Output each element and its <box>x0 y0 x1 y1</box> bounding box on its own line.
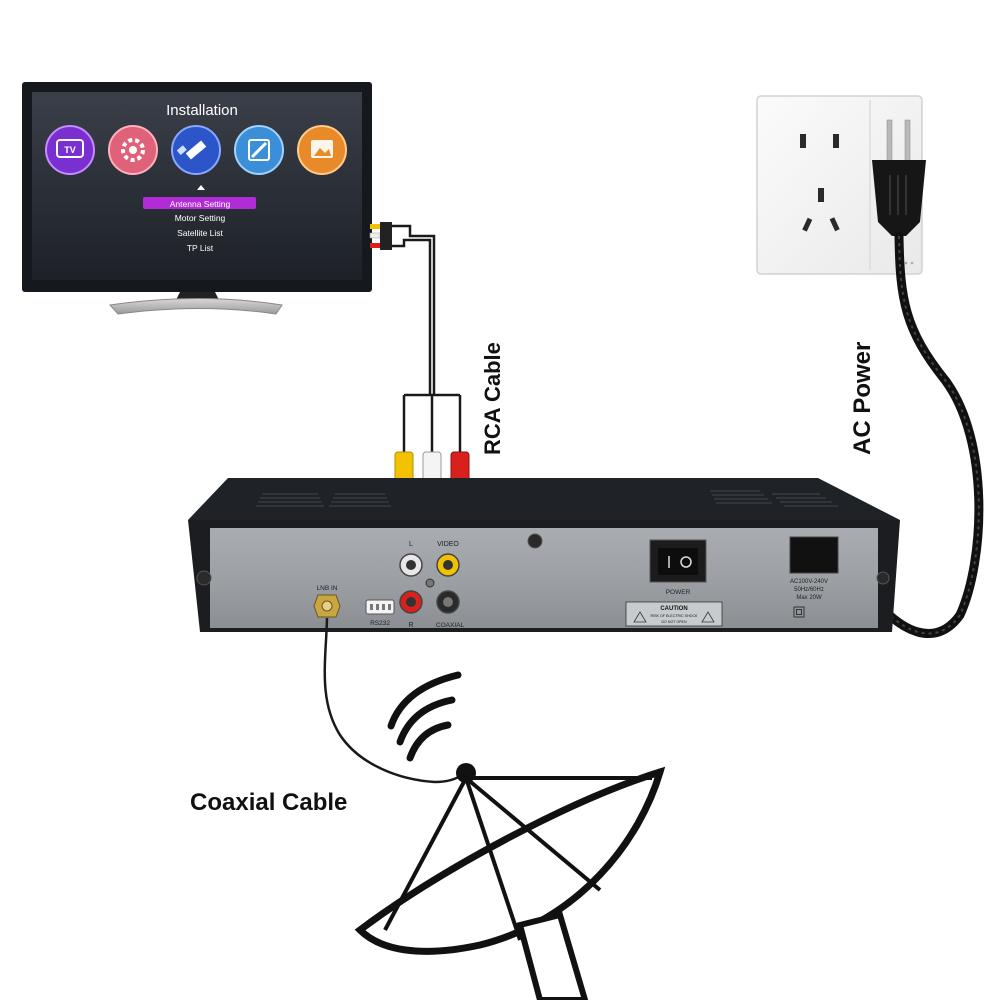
socket-slot-l <box>802 217 813 232</box>
settings-gear-hub <box>129 146 137 154</box>
socket-slot-n <box>829 217 840 232</box>
satellite-panel-icon <box>176 145 187 156</box>
power-switch-label: POWER <box>666 589 691 596</box>
socket-dot <box>910 261 914 265</box>
tools-box-icon <box>248 139 270 161</box>
rca-plug-red <box>450 451 470 483</box>
tv-icon-glyph: TV <box>64 145 76 155</box>
power-plug <box>872 119 926 236</box>
screw-icon <box>527 533 543 549</box>
satellite-dish <box>354 671 666 1000</box>
socket-slot-ground <box>818 188 824 202</box>
rating-line-3: Max 20W <box>796 595 822 601</box>
tv-icon[interactable] <box>45 125 95 175</box>
port-label-coaxial: COAXIAL <box>436 622 465 629</box>
caution-title: CAUTION <box>660 606 687 612</box>
warning-triangle-icon <box>633 611 647 623</box>
media-mountain-icon <box>314 148 331 156</box>
settings-gear-icon <box>121 138 145 162</box>
warning-triangle-icon <box>701 611 715 623</box>
audio-right-jack-hole <box>406 597 416 607</box>
ac-power-cord-texture <box>829 235 980 635</box>
satellite-body-icon <box>185 140 207 160</box>
double-insulation-icon-inner <box>796 609 802 615</box>
coaxial-cable <box>323 617 463 784</box>
tv-stand-base <box>109 298 283 315</box>
plug-pin-right <box>904 119 911 163</box>
tv-screen <box>32 92 362 280</box>
receiver-vents <box>256 490 838 507</box>
menu-item-antenna-setting[interactable]: Antenna Setting <box>170 199 231 209</box>
dish-reflector <box>354 766 666 955</box>
ac-power-label: AC Power <box>849 342 876 455</box>
rating-line-2: 50Hz/60Hz <box>794 587 824 593</box>
rca-cable <box>392 224 462 455</box>
tv-menu-icons: TV <box>45 125 347 175</box>
chevron-up-icon[interactable] <box>197 185 205 190</box>
power-switch[interactable] <box>658 548 698 575</box>
television: Installation TV Antenna Setting Motor Se… <box>22 82 392 315</box>
receiver-top <box>188 478 900 520</box>
rs232-pins <box>370 604 391 610</box>
tv-screen-title: Installation <box>166 102 238 119</box>
port-label-video: VIDEO <box>437 541 459 548</box>
ac-plug-into-inlet <box>805 550 833 567</box>
receiver-box: LNB IN RS232 L VIDEO R COAXIAL POWER <box>188 478 900 632</box>
screw-icon <box>876 571 890 585</box>
double-insulation-icon <box>793 606 805 618</box>
rating-line-1: AC100V-240V <box>790 579 828 585</box>
caution-line-1: RISK OF ELECTRIC SHOCK <box>651 614 699 618</box>
rca-plug-yellow <box>394 451 414 483</box>
screw-icon <box>196 570 212 586</box>
dish-arm <box>383 777 468 931</box>
coaxial-cable-label: Coaxial Cable <box>190 789 347 816</box>
menu-item-tp-list[interactable]: TP List <box>187 243 214 253</box>
socket-slot-left <box>800 134 806 148</box>
port-label-lnb-in: LNB IN <box>317 585 338 592</box>
power-switch-off-mark <box>680 556 692 568</box>
ac-inlet[interactable] <box>789 536 839 574</box>
coaxial-audio-jack-hole <box>443 597 453 607</box>
rs232-port[interactable] <box>365 599 395 615</box>
menu-highlight <box>143 197 256 209</box>
lnb-in-port-center <box>321 600 333 612</box>
wall-socket <box>756 95 923 275</box>
video-jack-hole <box>443 560 453 570</box>
port-label-r: R <box>408 622 413 629</box>
socket-slot-right <box>833 134 839 148</box>
caution-line-2: DO NOT OPEN <box>661 620 686 624</box>
rca-plug-white <box>422 451 442 483</box>
tools-wrench-icon <box>250 141 268 159</box>
ground-screw-icon <box>425 578 435 588</box>
tv-rca-plug-white <box>369 232 381 239</box>
rca-cable-label: RCA Cable <box>480 342 505 455</box>
menu-item-satellite-list[interactable]: Satellite List <box>177 228 223 238</box>
menu-item-motor-setting[interactable]: Motor Setting <box>175 213 226 223</box>
signal-wave-icon <box>387 671 462 730</box>
tv-rca-plug-housing <box>380 222 392 250</box>
port-label-rs232: RS232 <box>370 620 390 627</box>
signal-wave-icon <box>396 696 456 746</box>
receiver-back-panel <box>210 528 878 628</box>
plug-pin-left <box>886 119 893 163</box>
dish-arm <box>464 777 522 941</box>
audio-left-jack-hole <box>406 560 416 570</box>
dish-arm <box>464 776 602 892</box>
signal-wave-icon <box>406 721 452 762</box>
dish-mast <box>516 911 589 1000</box>
tv-rca-plug-yellow <box>370 224 380 229</box>
socket-dot <box>904 261 908 265</box>
tv-rca-plug-red <box>370 243 380 248</box>
port-label-l: L <box>409 541 413 548</box>
tv-icon-frame <box>56 139 84 158</box>
